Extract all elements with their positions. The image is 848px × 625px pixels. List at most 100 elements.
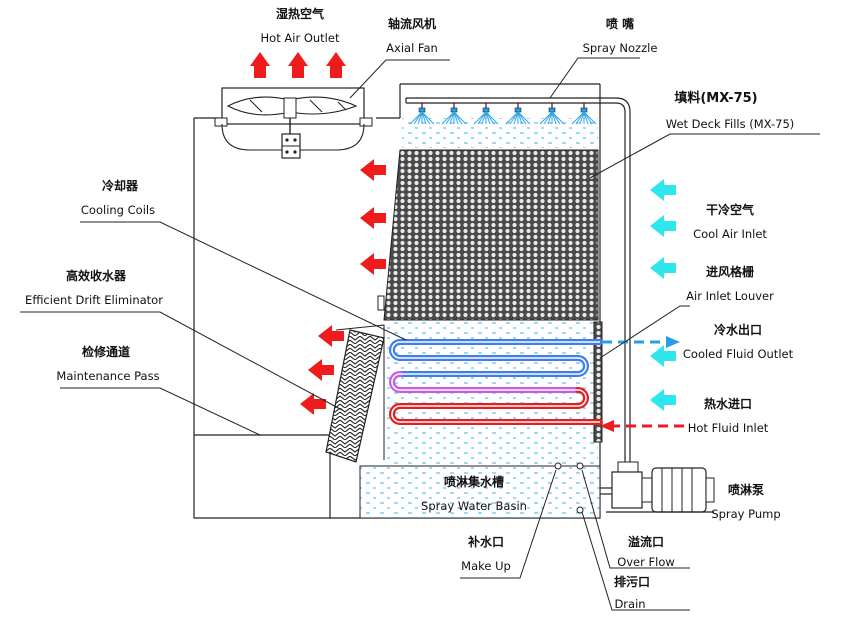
spray-jet: [453, 111, 459, 125]
nozzle-head: [418, 107, 426, 113]
maintenance-pass: [194, 434, 331, 518]
spray-pump-cn: 喷淋泵: [728, 482, 764, 497]
spray-jet: [453, 111, 467, 125]
spray-jet: [551, 111, 565, 125]
hot-air-outlet-en: Hot Air Outlet: [261, 31, 340, 45]
spray-jet: [445, 111, 455, 125]
air-inlet-louver-cn: 进风格栅: [706, 264, 754, 279]
hot-air-side-arrows: [300, 159, 386, 415]
nozzle-head: [450, 107, 458, 113]
drift-eliminator-cn: 高效收水器: [66, 268, 127, 283]
spray-jet: [583, 111, 589, 125]
cooled-fluid-outlet-arrow: [602, 336, 680, 348]
cool-air-inlet-cn: 干冷空气: [706, 202, 754, 217]
hot-air-side-arrow: [308, 359, 334, 381]
spray-water-basin-en: Spray Water Basin: [421, 499, 527, 513]
drain-cn: 排污口: [614, 574, 650, 589]
nozzle-head: [514, 107, 522, 113]
over-flow-cn: 溢流口: [628, 534, 664, 549]
spray-jet: [477, 111, 487, 125]
spray-jet: [539, 111, 553, 125]
spray-pump: [600, 461, 715, 513]
spray-jet: [417, 111, 423, 125]
hot-fluid-inlet-cn: 热水进口: [704, 396, 752, 411]
spray-water-basin-cn: 喷淋集水槽: [444, 474, 504, 489]
nozzle-head: [482, 107, 490, 113]
spray-jet: [571, 111, 585, 125]
hot-air-side-arrow: [318, 325, 344, 347]
spray-jet: [421, 111, 427, 125]
axial-fan-cn: 轴流风机: [388, 16, 436, 31]
hot-air-side-arrow: [300, 393, 326, 415]
spray-jet: [449, 111, 455, 125]
spray-jet: [441, 111, 455, 125]
make-up-cn: 补水口: [467, 534, 504, 549]
spray-jet: [551, 111, 557, 125]
cool-air-arrow: [650, 179, 676, 201]
spray-jet: [421, 111, 435, 125]
hot-air-outlet-cn: 湿热空气: [276, 6, 324, 21]
spray-jet: [517, 111, 531, 125]
spray-jet: [413, 111, 423, 125]
axial-fan-en: Axial Fan: [386, 41, 438, 55]
spray-jet: [575, 111, 585, 125]
cool-air-arrow: [650, 215, 676, 237]
spray-jet: [543, 111, 553, 125]
spray-water-basin: [359, 465, 601, 519]
cool-air-arrow: [650, 345, 676, 367]
cool-air-inlet-arrows: [650, 179, 676, 411]
axial-fan: [214, 87, 373, 159]
drift-eliminator: [325, 329, 385, 463]
spray-jet: [547, 111, 553, 125]
spray-jet: [481, 111, 487, 125]
spray-jet: [509, 111, 519, 125]
make-up-en: Make Up: [461, 559, 511, 573]
drain-en: Drain: [614, 597, 645, 611]
spray-jet: [485, 111, 491, 125]
spray-jet: [505, 111, 519, 125]
cool-air-arrow: [650, 257, 676, 279]
spray-nozzles: [409, 103, 597, 125]
drift-eliminator-en: Efficient Drift Eliminator: [25, 293, 163, 307]
spray-nozzle-cn: 喷 嘴: [606, 16, 634, 31]
spray-jet: [513, 111, 519, 125]
nozzle-head: [548, 107, 556, 113]
hot-fluid-inlet-en: Hot Fluid Inlet: [688, 421, 769, 435]
hot-air-up-arrow: [250, 52, 270, 78]
wet-deck-fills: [383, 149, 599, 321]
cooling-coils-en: Cooling Coils: [81, 203, 155, 217]
spray-zone: [402, 118, 598, 148]
cooling-coils-cn: 冷却器: [102, 178, 139, 193]
air-inlet-louver: [593, 321, 603, 443]
air-inlet-louver-en: Air Inlet Louver: [686, 289, 774, 303]
maintenance-pass-cn: 检修通道: [82, 344, 130, 359]
wet-deck-fills-en: Wet Deck Fills (MX-75): [666, 117, 795, 131]
hot-fluid-inlet-arrow: [600, 420, 684, 432]
hot-air-side-arrow: [360, 159, 386, 181]
cooled-fluid-outlet-en: Cooled Fluid Outlet: [683, 347, 794, 361]
wet-deck-fills-cn: 填料(MX-75): [674, 90, 757, 106]
spray-jet: [579, 111, 585, 125]
hot-air-side-arrow: [360, 207, 386, 229]
spray-jet: [517, 111, 523, 125]
spray-nozzle-en: Spray Nozzle: [583, 41, 658, 55]
spray-header: [405, 97, 631, 466]
cool-air-arrow: [650, 389, 676, 411]
spray-jet: [485, 111, 499, 125]
hot-air-side-arrow: [360, 253, 386, 275]
hot-air-outlet-arrows: [250, 52, 346, 78]
nozzle-head: [580, 107, 588, 113]
labels: 湿热空气 Hot Air Outlet 轴流风机 Axial Fan 喷 嘴 S…: [25, 6, 794, 611]
hot-air-up-arrow: [288, 52, 308, 78]
spray-jet: [473, 111, 487, 125]
hot-air-up-arrow: [326, 52, 346, 78]
spray-jet: [409, 111, 423, 125]
over-flow-en: Over Flow: [617, 555, 675, 569]
cool-air-inlet-en: Cool Air Inlet: [693, 227, 767, 241]
basin-ports: [554, 462, 584, 514]
maintenance-pass-en: Maintenance Pass: [56, 369, 159, 383]
spray-jet: [583, 111, 597, 125]
leader-lines: [20, 57, 820, 611]
